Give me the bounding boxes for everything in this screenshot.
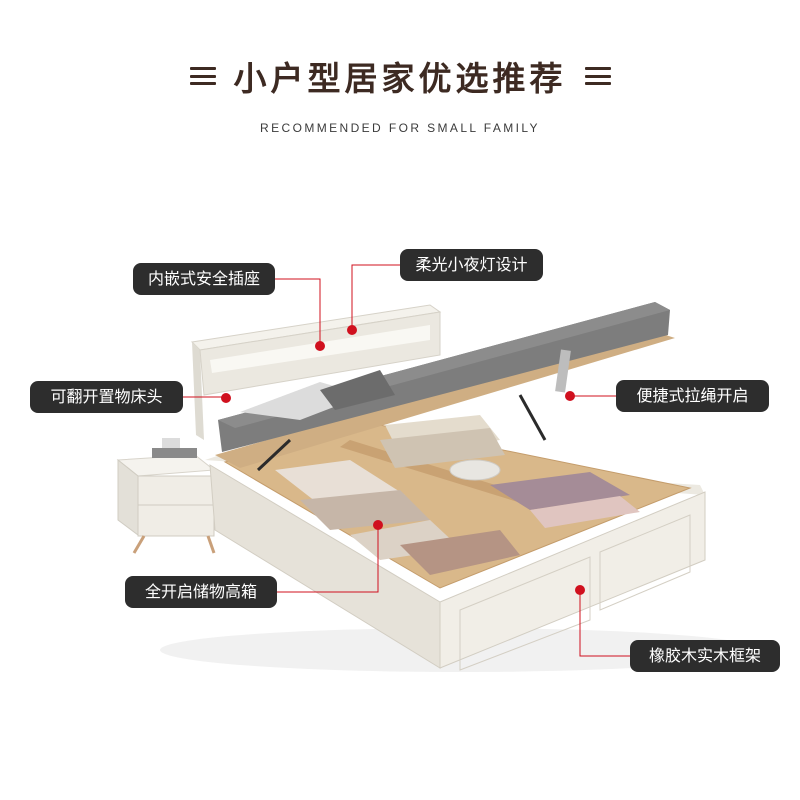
callout-socket: 内嵌式安全插座 bbox=[133, 263, 275, 295]
callout-night-light: 柔光小夜灯设计 bbox=[400, 249, 543, 281]
callout-storage: 全开启储物高箱 bbox=[125, 576, 277, 608]
menu-lines-icon-right bbox=[584, 67, 611, 85]
nightstand bbox=[116, 438, 216, 554]
page-subtitle: RECOMMENDED FOR SMALL FAMILY bbox=[260, 121, 540, 135]
lifted-mattress bbox=[215, 302, 675, 472]
callout-pull-rope: 便捷式拉绳开启 bbox=[616, 380, 769, 412]
leader-lines bbox=[183, 264, 630, 657]
headboard bbox=[190, 304, 442, 440]
menu-lines-icon-left bbox=[189, 67, 216, 85]
title-row: 小户型居家优选推荐 bbox=[0, 52, 800, 100]
callout-headboard: 可翻开置物床头 bbox=[30, 381, 183, 413]
callout-frame: 橡胶木实木框架 bbox=[630, 640, 780, 672]
page-title: 小户型居家优选推荐 bbox=[233, 59, 567, 98]
